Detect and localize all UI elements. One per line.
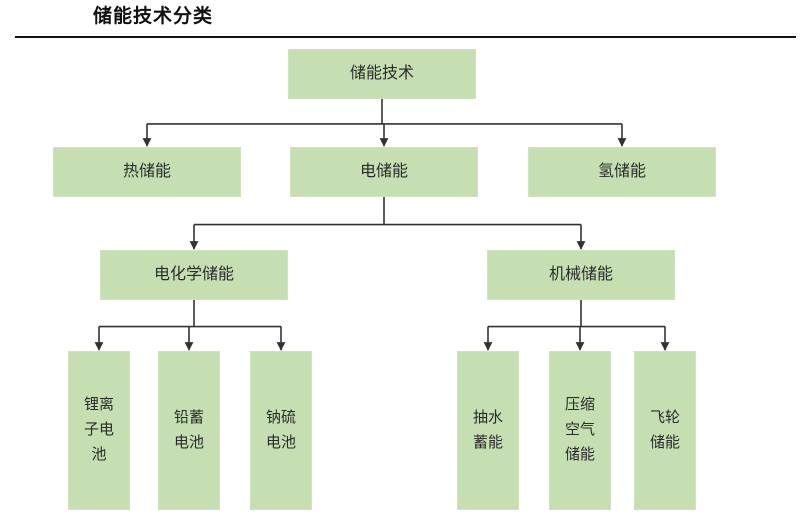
node-thermal[interactable]: 热储能 [53,147,241,197]
node-label: 飞轮 储能 [649,409,680,451]
node-hydrogen[interactable]: 氢储能 [528,147,716,197]
node-label: 铅蓄 电池 [173,409,204,451]
node-label: 机械储能 [548,266,613,283]
node-pumped-hydro[interactable]: 抽水 蓄能 [457,351,519,510]
node-label: 储能技术 [349,65,414,82]
node-label: 锂离 子电 池 [83,397,114,463]
node-label: 钠硫 电池 [265,409,296,451]
node-lead-acid[interactable]: 铅蓄 电池 [158,351,220,510]
node-mechanical[interactable]: 机械储能 [487,250,675,300]
node-compressed-air[interactable]: 压缩 空气 储能 [549,351,611,510]
node-label: 电储能 [359,163,408,180]
node-label: 压缩 空气 储能 [564,397,595,463]
node-sodium-sulfur[interactable]: 钠硫 电池 [250,351,312,510]
node-label: 氢储能 [597,163,646,180]
node-electrochemical[interactable]: 电化学储能 [100,250,288,300]
node-root[interactable]: 储能技术 [288,49,476,99]
page-title: 储能技术分类 [93,6,214,27]
node-flywheel[interactable]: 飞轮 储能 [634,351,696,510]
node-electric[interactable]: 电储能 [290,147,478,197]
node-lithium-ion[interactable]: 锂离 子电 池 [68,351,130,510]
title-divider [15,36,796,38]
node-label: 电化学储能 [153,266,234,283]
node-label: 热储能 [122,163,171,180]
node-label: 抽水 蓄能 [472,409,503,451]
